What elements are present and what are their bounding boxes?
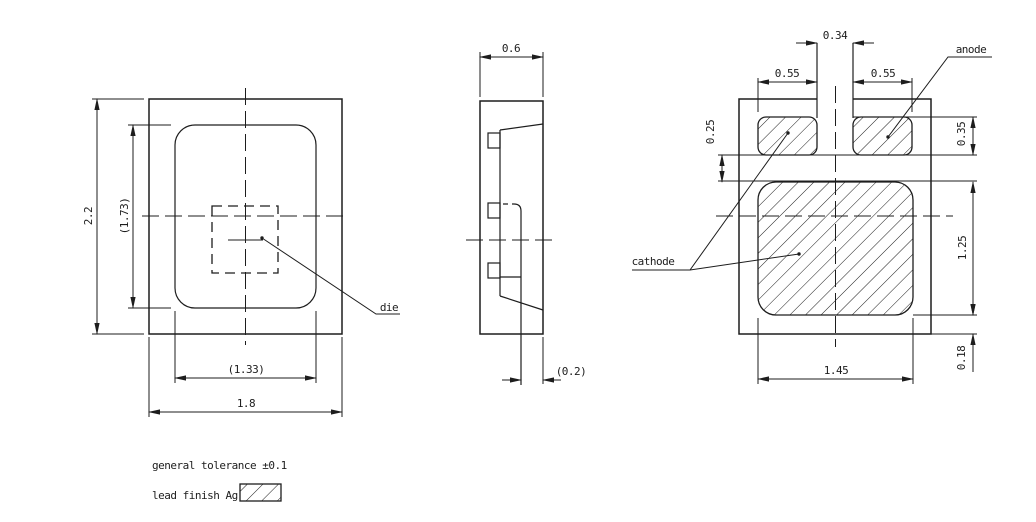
lead-finish-hatch-swatch (239, 483, 282, 502)
die-label: die (380, 301, 398, 314)
cathode-label: cathode (632, 255, 675, 268)
dim-width-label: 1.8 (237, 397, 255, 410)
cathode-leader-dot-1 (786, 131, 790, 135)
dim-pad-gap-label: 0.25 (704, 120, 717, 145)
anode-leader-line (887, 56, 992, 138)
tolerance-note: general tolerance ±0.1 (152, 459, 287, 472)
bottom-view-package-outline (738, 98, 932, 335)
side-view-body-outline (479, 100, 544, 335)
cathode-leader-line-2 (689, 253, 800, 271)
dim-height-label: 2.2 (82, 207, 95, 225)
lead-finish-note: lead finish Ag (152, 489, 238, 502)
side-view-lead-tab-bottom (487, 262, 501, 279)
dim-pad-height-label: 0.35 (955, 122, 968, 147)
dim-pad-right-width-label: 0.55 (871, 67, 896, 80)
side-view-lead-tab-middle (487, 202, 501, 219)
dim-cathode-height-label: 1.25 (956, 236, 969, 261)
side-view-lead-tab-top (487, 132, 501, 149)
side-view-lead-corner (513, 203, 522, 212)
dim-inner-width-label: (1.33) (228, 363, 265, 376)
anode-pad-right (852, 116, 913, 156)
dim-pad-left-width-label: 0.55 (775, 67, 800, 80)
cathode-leader-dot-2 (797, 252, 801, 256)
anode-label: anode (956, 43, 987, 56)
dim-inner-height-label: (1.73) (118, 198, 131, 235)
anode-leader-dot (886, 135, 890, 139)
dim-bottom-margin-label: 0.18 (955, 346, 968, 371)
side-view-top-slant (499, 123, 544, 131)
top-view: die 2.2 (1.73) (1.33) 1.8 (82, 88, 400, 417)
anode-pad-left (757, 116, 818, 156)
dim-lead-label: (0.2) (556, 365, 587, 378)
side-view: 0.6 (0.2) (466, 42, 587, 385)
legend: general tolerance ±0.1 lead finish Ag (152, 459, 287, 502)
dim-thickness-label: 0.6 (502, 42, 520, 55)
dim-cathode-width-label: 1.45 (824, 364, 849, 377)
bottom-view: 0.34 0.55 0.55 0.25 0.35 1.25 0.18 1.45 … (632, 29, 992, 384)
dim-tab-width-label: 0.34 (823, 29, 848, 42)
die-leader-line (261, 237, 400, 315)
